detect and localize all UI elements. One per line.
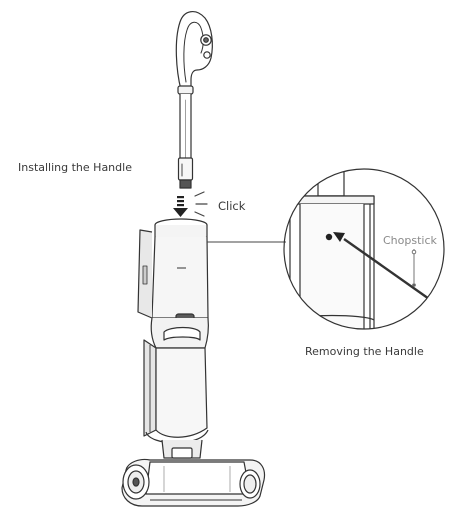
floor-head	[121, 458, 266, 507]
insert-arrow	[173, 196, 188, 217]
installing-handle-label: Installing the Handle	[18, 161, 132, 174]
detached-handle	[175, 11, 213, 189]
click-label: Click	[218, 199, 246, 213]
chopstick-label: Chopstick	[383, 234, 437, 247]
removing-handle-label: Removing the Handle	[305, 345, 424, 358]
vacuum-body	[137, 218, 209, 459]
click-lines	[194, 191, 208, 217]
